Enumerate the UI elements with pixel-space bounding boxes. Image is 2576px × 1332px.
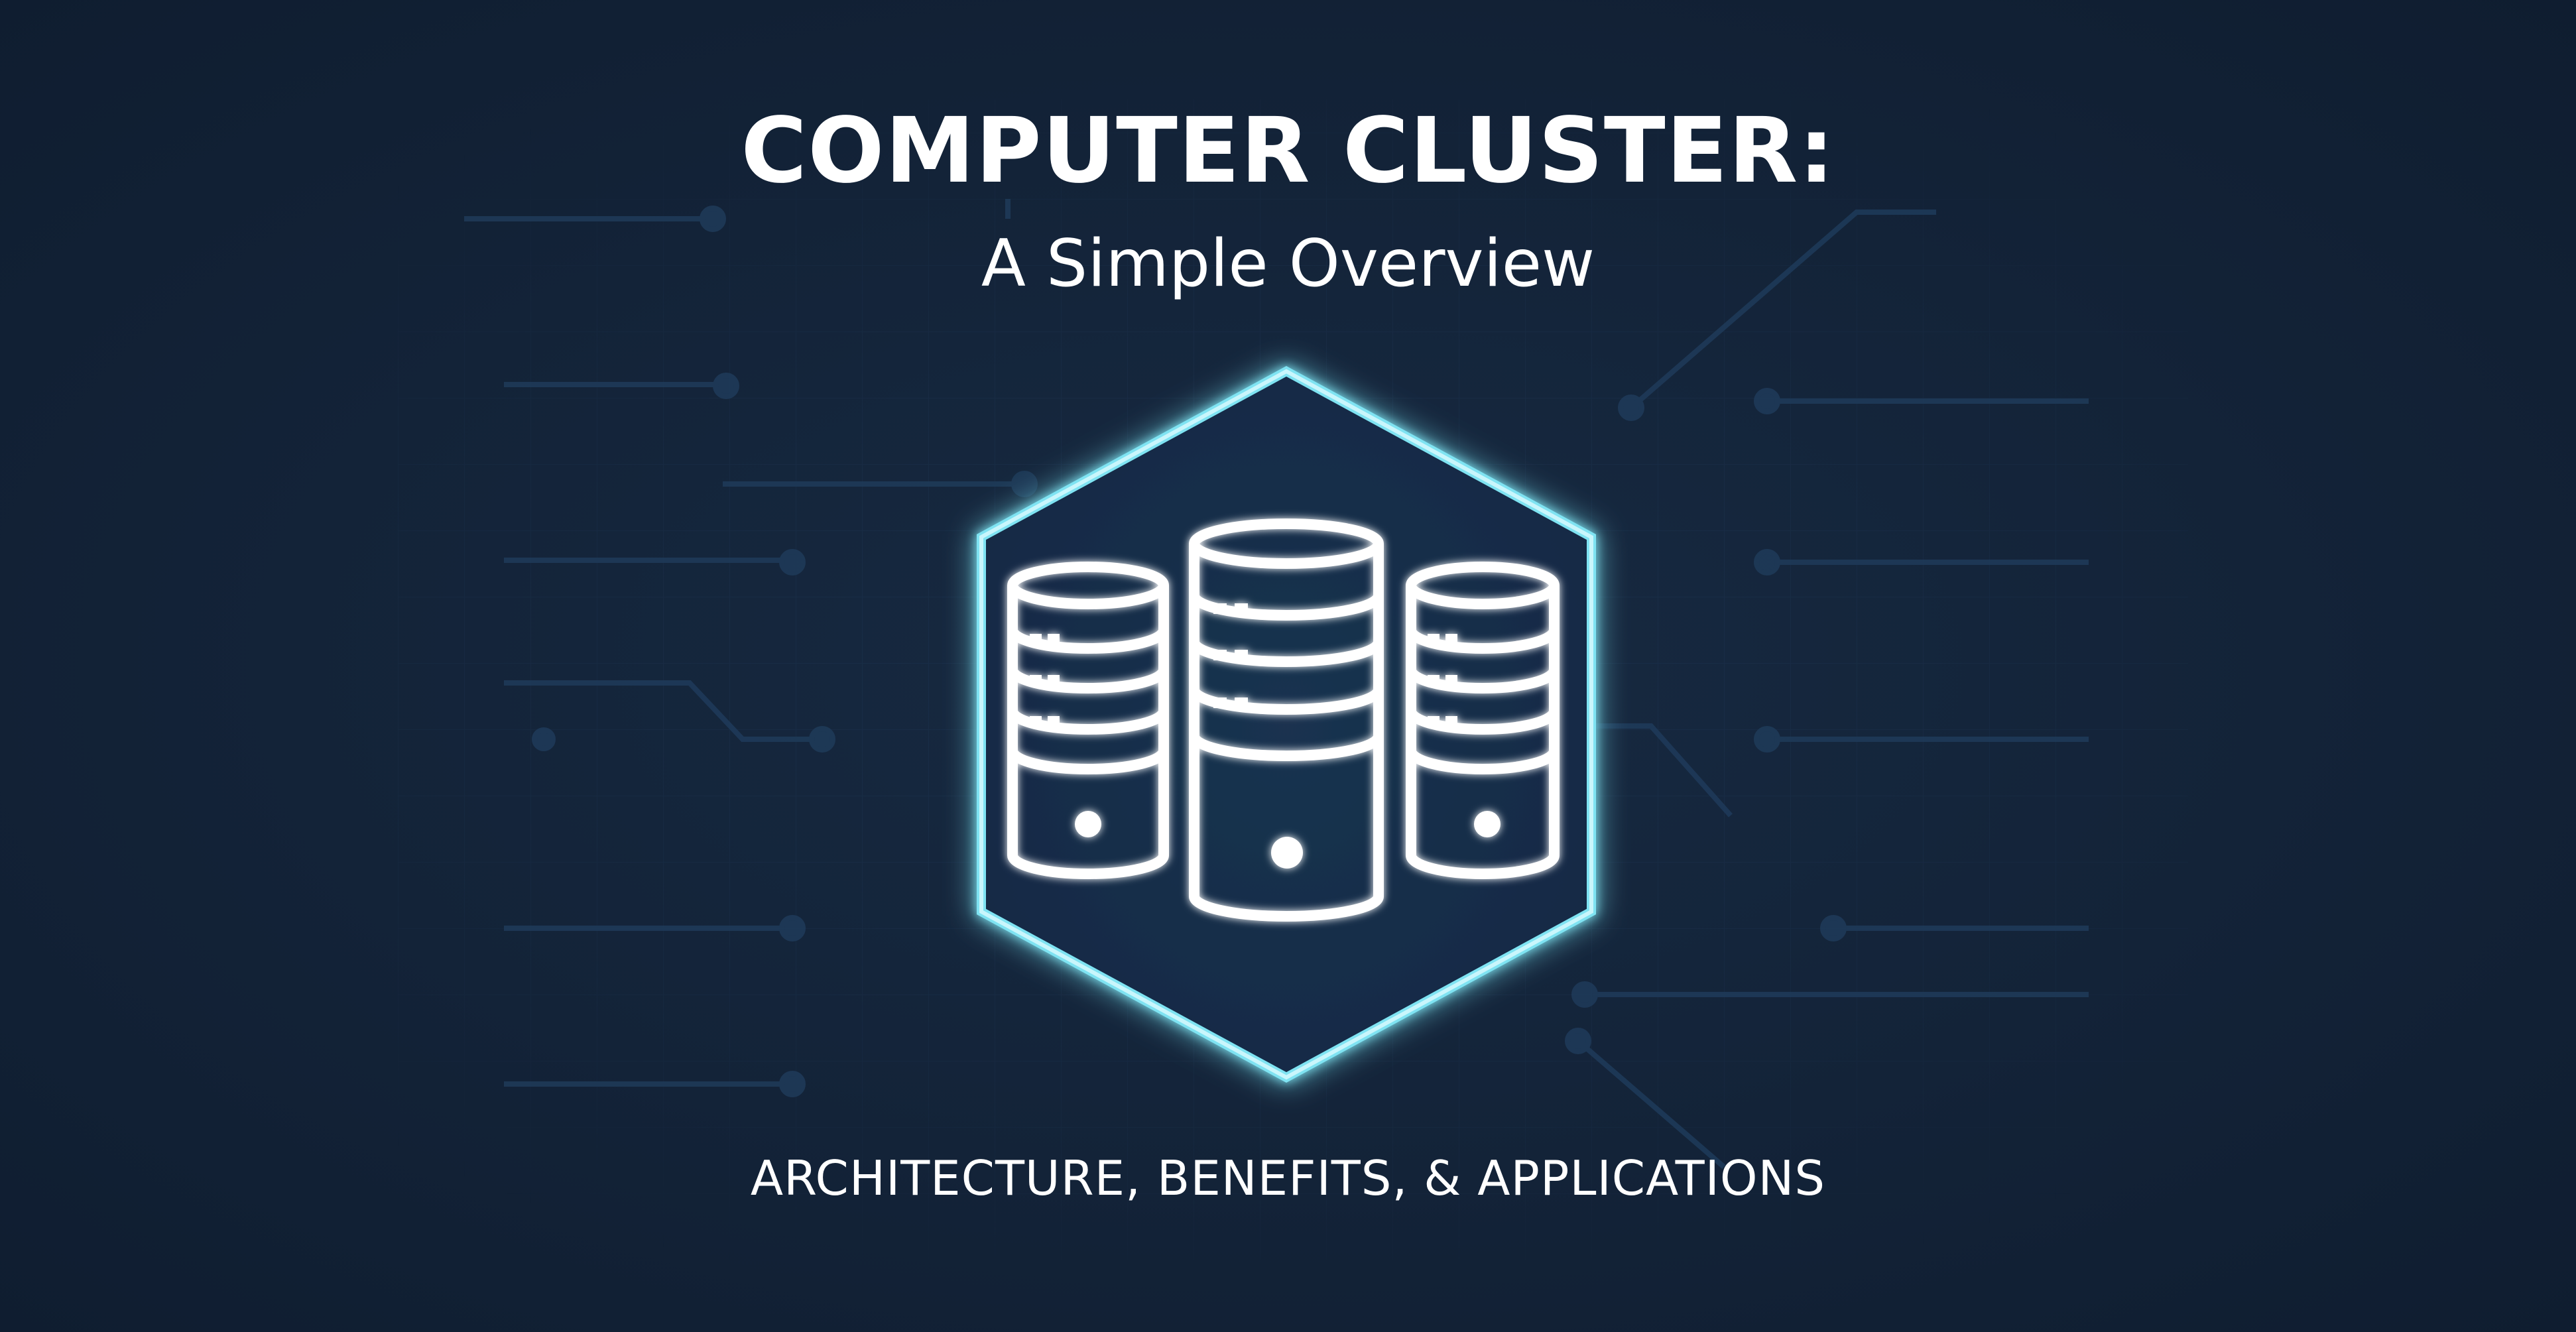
page-subtitle: A Simple Overview bbox=[981, 226, 1595, 302]
circuit-traces bbox=[464, 199, 2089, 1170]
page-title: COMPUTER CLUSTER: bbox=[741, 99, 1835, 204]
server-cluster-icon bbox=[1007, 518, 1560, 922]
server-right-icon bbox=[1406, 562, 1560, 879]
hexagon-frame-icon bbox=[977, 366, 1596, 1083]
server-center-icon bbox=[1189, 518, 1384, 922]
page-tagline: ARCHITECTURE, BENEFITS, & APPLICATIONS bbox=[750, 1150, 1826, 1206]
server-left-icon bbox=[1007, 562, 1169, 879]
